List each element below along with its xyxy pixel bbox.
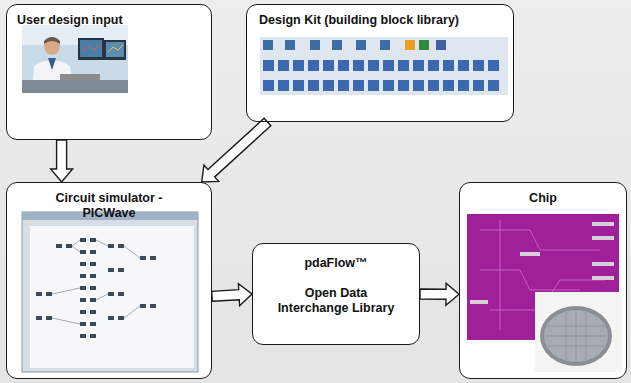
simulator-screenshot — [22, 212, 198, 372]
user-photo — [22, 25, 128, 93]
process-box: Design Kit (building block library) — [246, 4, 514, 122]
process-box: User design input — [6, 4, 212, 140]
box-title: Chip — [470, 191, 616, 206]
process-box: Circuit simulator - PICWave — [6, 182, 212, 379]
box-fills — [6, 4, 627, 379]
box-title: User design input — [17, 13, 201, 28]
box-title: Open Data Interchange Library — [274, 286, 399, 316]
wafer-photo — [535, 292, 622, 372]
box-title: Design Kit (building block library) — [259, 13, 501, 28]
toolbar-image — [260, 37, 508, 95]
process-box: Chip — [459, 182, 627, 379]
process-box: pdaFlow™ Open Data Interchange Library — [252, 243, 420, 345]
block-arrow — [51, 140, 73, 182]
box-title: Circuit simulator - PICWave — [37, 191, 182, 221]
block-arrow — [420, 283, 459, 305]
box-title: pdaFlow™ — [274, 256, 399, 271]
block-arrow — [212, 284, 252, 306]
block-arrow — [202, 118, 271, 182]
